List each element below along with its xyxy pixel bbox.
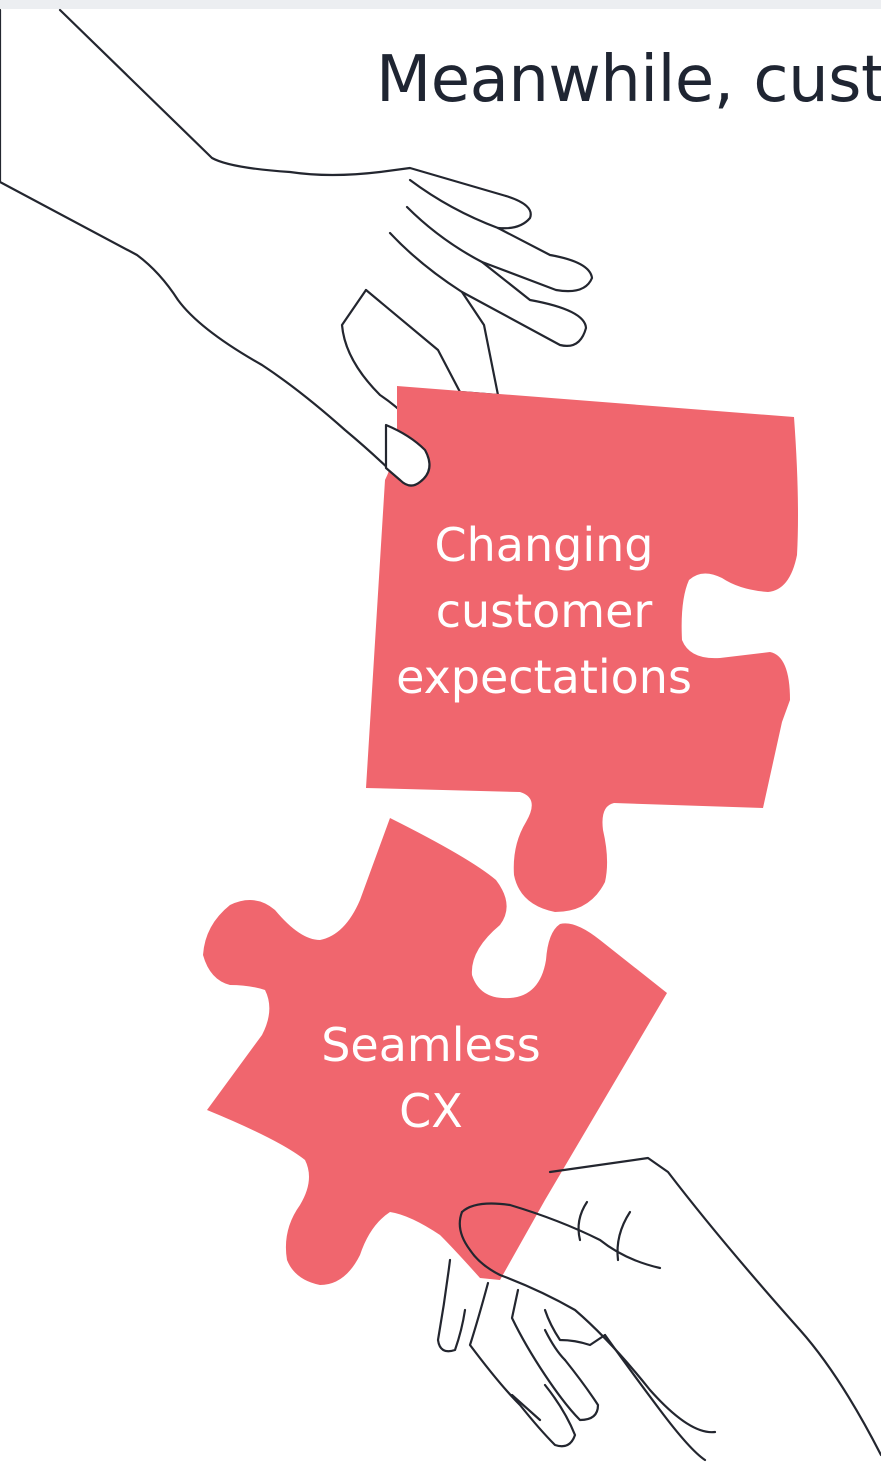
bottom-piece-line-1: Seamless xyxy=(321,1018,541,1072)
hand-bottom-icon xyxy=(436,1156,881,1462)
bottom-piece-label: Seamless CX xyxy=(286,1012,576,1144)
puzzle-piece-icon xyxy=(203,818,667,1285)
top-piece-line-2: customer xyxy=(435,584,653,638)
puzzle-piece-icon xyxy=(366,386,798,912)
top-piece-line-3: expectations xyxy=(396,650,692,704)
top-piece-line-1: Changing xyxy=(434,518,654,572)
top-piece-label: Changing customer expectations xyxy=(374,512,714,710)
page-headline: Meanwhile, cust xyxy=(376,43,881,117)
bottom-piece-line-2: CX xyxy=(399,1084,463,1138)
top-bar xyxy=(0,0,881,9)
